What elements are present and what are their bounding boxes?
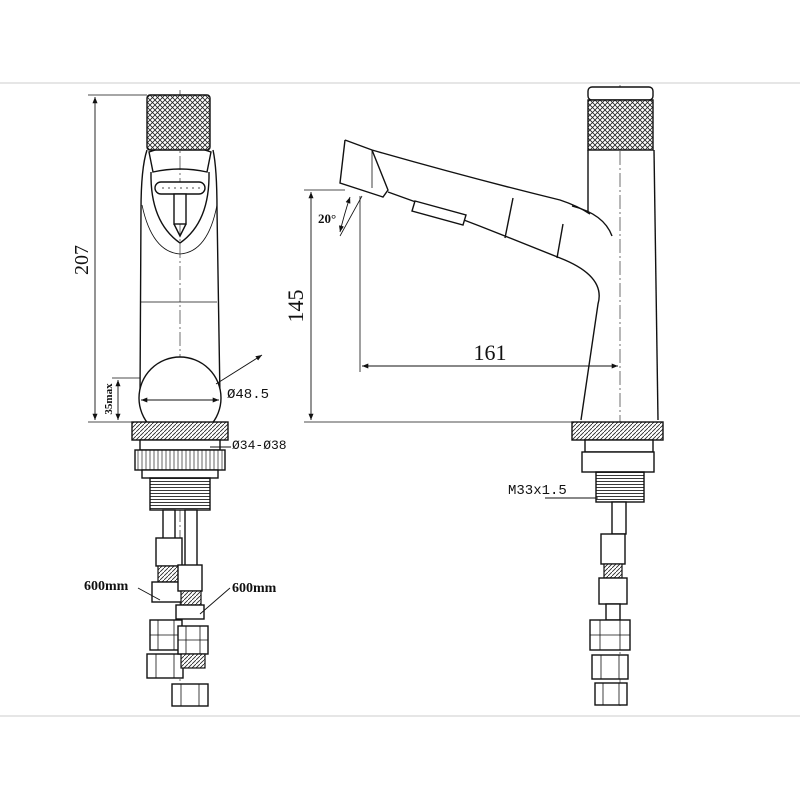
hose-left-label: 600mm <box>84 579 129 594</box>
dim-20deg-arc <box>338 196 351 233</box>
front-connector-right-collar <box>180 590 202 606</box>
side-dimensions: 145 161 20° M33x1.5 <box>283 189 618 499</box>
side-spout-top-edge <box>344 139 591 215</box>
front-fitting-left-upper-lines <box>150 620 182 650</box>
side-spout-bottom-edge <box>387 191 600 421</box>
front-dimensions: 207 35max Ø48.5 Ø34-Ø38 600mm 600mm <box>71 94 287 615</box>
dim-145-label: 145 <box>283 290 308 323</box>
side-threaded-shank <box>595 471 645 503</box>
side-washer <box>584 439 654 453</box>
side-connector <box>600 533 626 565</box>
front-hose-right <box>184 509 198 567</box>
front-spray-tip <box>173 223 187 238</box>
side-knurled-cap <box>587 99 654 151</box>
front-fitting-right-lower-lines <box>180 684 200 706</box>
dim-48-5-leader <box>215 354 263 385</box>
side-view <box>339 85 664 706</box>
side-fitting-lower <box>594 682 628 706</box>
front-body <box>139 149 221 399</box>
front-nut <box>134 449 226 471</box>
side-cap-ring <box>587 86 654 101</box>
front-spray-stem <box>173 193 187 225</box>
front-spout-lower-curve <box>141 204 218 255</box>
dim-35max-label: 35max <box>103 383 115 415</box>
front-fitting-left-lower <box>146 653 184 679</box>
front-lower-washer <box>141 469 219 479</box>
side-spray-button <box>411 200 467 226</box>
front-fitting-left-lower-lines <box>155 654 175 678</box>
front-spout-head <box>150 171 210 244</box>
hose-right-label: 600mm <box>232 581 277 596</box>
front-fitting-right-mid <box>180 653 206 669</box>
front-connector-right-nut <box>175 604 205 620</box>
dim-207-label: 207 <box>71 245 93 275</box>
front-hose-left <box>162 509 176 541</box>
front-view <box>131 90 229 707</box>
dim-20deg-label: 20° <box>318 211 336 226</box>
side-spout-join-curve <box>571 205 613 237</box>
front-washer <box>139 439 221 451</box>
front-threaded-shank <box>149 477 211 511</box>
side-fitting-upper-lines <box>590 620 630 650</box>
side-spout-tip <box>339 139 389 198</box>
dim-34-38-label: Ø34-Ø38 <box>232 438 287 453</box>
front-base-plate <box>131 421 229 441</box>
front-fitting-right-upper-lines <box>178 626 208 654</box>
hose-left-leader <box>137 587 161 601</box>
hose-right-leader <box>199 587 231 615</box>
side-connector-collar <box>603 563 623 579</box>
side-fitting-mid <box>591 654 629 680</box>
side-pullout-seam-2 <box>556 223 564 259</box>
front-connector-left <box>155 537 183 567</box>
dim-48-5-label: Ø48.5 <box>227 387 269 403</box>
front-fitting-right-lower <box>171 683 209 707</box>
side-body-right-edge <box>653 149 659 421</box>
front-connector-left-collar <box>157 565 181 583</box>
dim-20deg-ref <box>339 195 363 237</box>
front-knurled-cap <box>146 94 211 151</box>
dim-161-label: 161 <box>474 340 507 365</box>
side-base-plate <box>571 421 664 441</box>
side-connector-neck <box>605 603 621 621</box>
side-fitting-lower-lines <box>602 683 620 705</box>
thread-label: M33x1.5 <box>508 483 567 499</box>
side-hose <box>611 501 627 535</box>
side-connector-nut <box>598 577 628 605</box>
front-connector-right <box>177 564 203 592</box>
side-nut <box>581 451 655 473</box>
side-fitting-mid-lines <box>600 655 620 679</box>
side-pullout-seam-1 <box>504 197 514 239</box>
